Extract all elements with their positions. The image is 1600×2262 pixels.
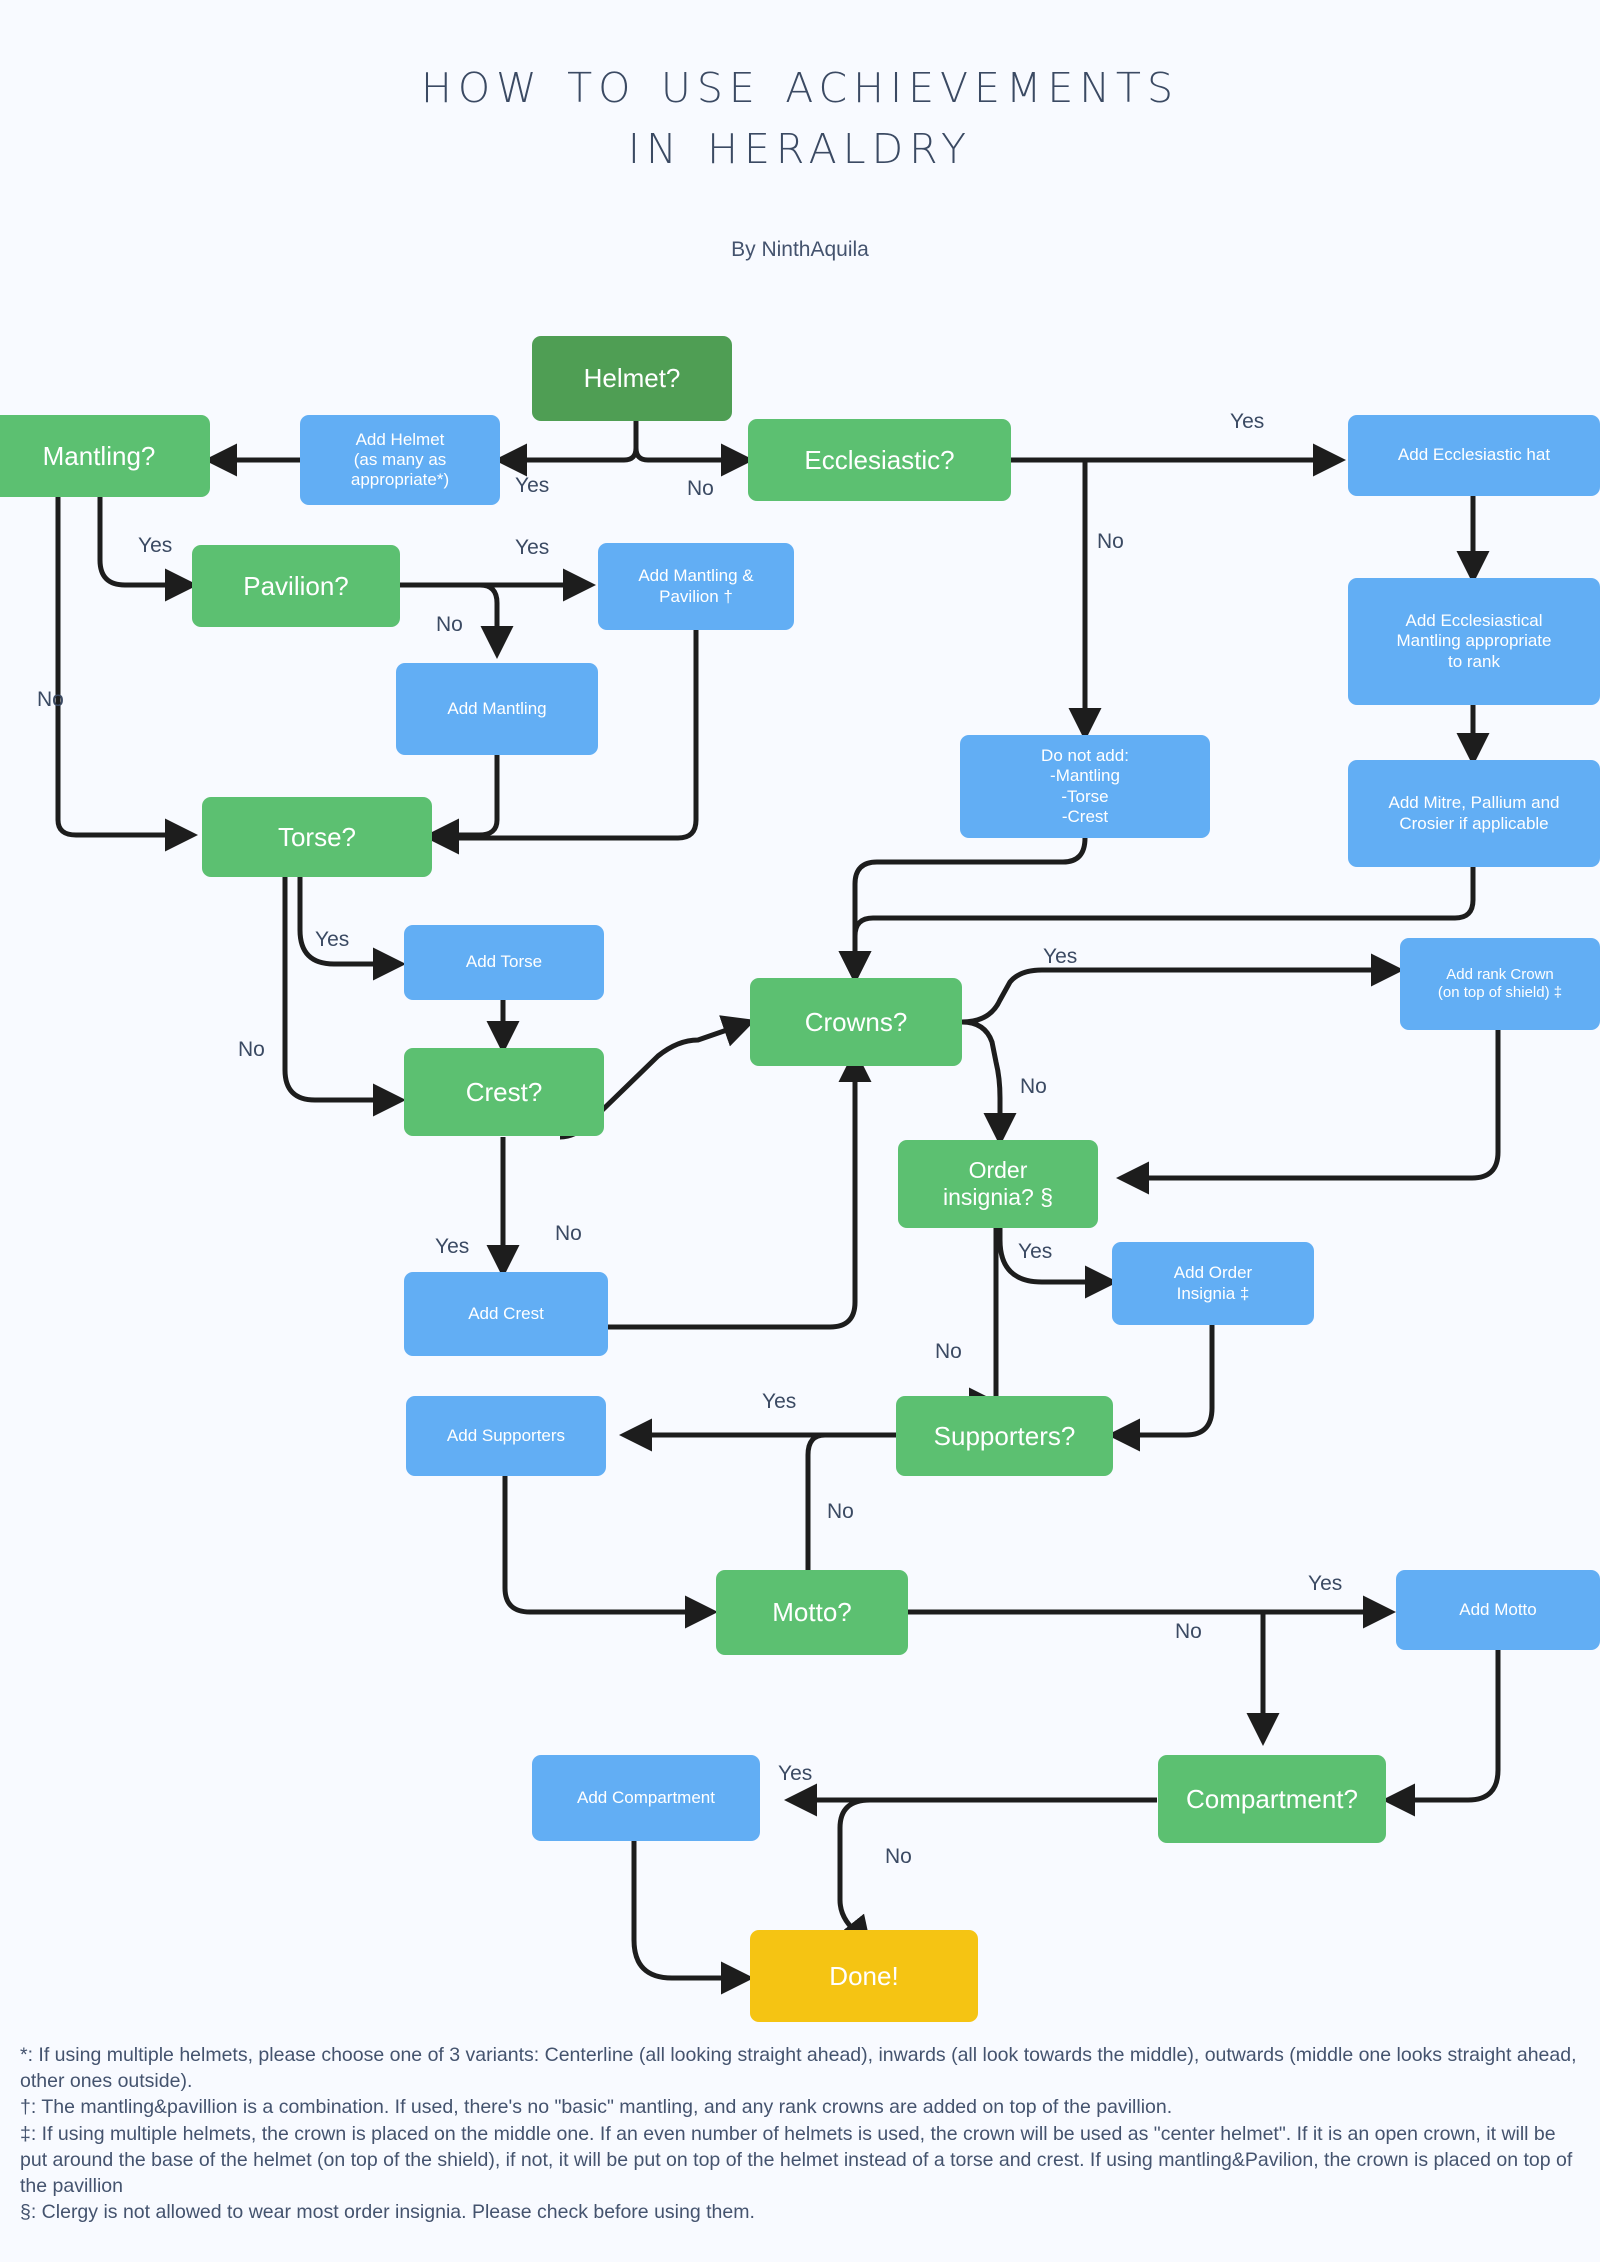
label-ecclesiastic-yes: Yes [1230, 410, 1265, 433]
edge-rankcrown-order [1116, 1030, 1501, 1195]
label-compartment-yes: Yes [778, 1762, 813, 1785]
node-add-compartment[interactable]: Add Compartment [532, 1755, 760, 1841]
label-order-yes: Yes [1018, 1240, 1053, 1263]
edge-pavilion-no [479, 582, 514, 659]
byline: By NinthAquila [731, 238, 869, 261]
node-crowns[interactable]: Crowns? [750, 978, 962, 1066]
label-mantling-yes: Yes [138, 534, 173, 557]
label-helmet-no: No [687, 477, 714, 500]
node-add-mantling[interactable]: Add Mantling [396, 663, 598, 755]
node-done[interactable]: Done! [750, 1930, 978, 2022]
node-motto[interactable]: Motto? [716, 1570, 908, 1655]
node-pavilion[interactable]: Pavilion? [192, 545, 400, 627]
add-mitre-line-1: Add Mitre, Pallium and [1388, 793, 1560, 813]
edge-crowns-yes [961, 953, 1404, 1025]
label-crowns-yes: Yes [1043, 945, 1078, 968]
node-add-crest[interactable]: Add Crest [404, 1272, 608, 1356]
node-add-ecclesiastical-mantling[interactable]: Add Ecclesiastical Mantling appropriate … [1348, 578, 1600, 705]
eccl-mantling-line-3: to rank [1448, 651, 1500, 671]
node-add-supporters[interactable]: Add Supporters [406, 1396, 606, 1476]
label-supporters-no: No [827, 1500, 854, 1523]
label-order-no: No [935, 1340, 962, 1363]
label-motto-no: No [1175, 1620, 1202, 1643]
edge-addmotto-compartment [1382, 1650, 1501, 1817]
node-crest[interactable]: Crest? [404, 1048, 604, 1136]
footnote-star: *: If using multiple helmets, please cho… [20, 2044, 1577, 2092]
label-torse-no: No [238, 1038, 265, 1061]
label-helmet-yes: Yes [515, 474, 550, 497]
label-motto-yes: Yes [1308, 1572, 1343, 1595]
label-supporters-yes: Yes [762, 1390, 797, 1413]
edge-helmet-no [633, 421, 754, 477]
edge-addsupporters-motto [502, 1475, 718, 1629]
node-add-order-insignia[interactable]: Add Order Insignia ‡ [1112, 1242, 1314, 1325]
edge-addmantling-torse [426, 755, 500, 852]
label-mantling-no: No [37, 688, 64, 711]
node-add-rank-crown[interactable]: Add rank Crown (on top of shield) ‡ [1400, 938, 1600, 1030]
add-order-line-2: Insignia ‡ [1176, 1283, 1250, 1303]
node-helmet[interactable]: Helmet? [532, 336, 732, 421]
footnote-dagger: †: The mantling&pavillion is a combinati… [20, 2096, 1173, 2119]
do-not-add-line-2: -Mantling [1050, 766, 1120, 786]
node-add-torse[interactable]: Add Torse [404, 925, 604, 1000]
add-order-line-1: Add Order [1173, 1263, 1253, 1283]
node-add-mantling-pavilion[interactable]: Add Mantling & Pavilion † [598, 543, 794, 630]
label-crest-yes: Yes [435, 1235, 470, 1258]
edge-addcrest-crowns [608, 1049, 872, 1330]
edge-addorder-supporters [1107, 1325, 1215, 1452]
do-not-add-line-4: -Crest [1061, 806, 1109, 826]
label-torse-yes: Yes [315, 928, 350, 951]
mantling-pavilion-line-2: Pavilion † [659, 586, 733, 606]
edge-torse-no [282, 872, 406, 1117]
label-crowns-no: No [1020, 1075, 1047, 1098]
node-order-insignia[interactable]: Order insignia? § [898, 1140, 1098, 1228]
label-pavilion-no: No [436, 613, 463, 636]
add-helmet-line-3: appropriate*) [350, 470, 450, 490]
footnote-section: §: Clergy is not allowed to wear most or… [20, 2201, 755, 2224]
label-ecclesiastic-no: No [1097, 530, 1124, 553]
node-do-not-add[interactable]: Do not add: -Mantling -Torse -Crest [960, 735, 1210, 838]
footnotes: *: If using multiple helmets, please cho… [20, 2043, 1585, 2227]
edge-compartment-no [837, 1797, 872, 1950]
do-not-add-line-1: Do not add: [1041, 746, 1129, 766]
node-compartment[interactable]: Compartment? [1158, 1755, 1386, 1843]
label-pavilion-yes: Yes [515, 536, 550, 559]
edge-crowns-no [961, 1019, 1017, 1146]
add-helmet-line-1: Add Helmet [355, 429, 445, 449]
add-helmet-line-2: (as many as [353, 449, 447, 469]
eccl-mantling-line-2: Mantling appropriate [1396, 631, 1552, 651]
do-not-add-line-3: -Torse [1061, 786, 1109, 806]
node-ecclesiastic[interactable]: Ecclesiastic? [748, 419, 1011, 501]
footnote-double-dagger: ‡: If using multiple helmets, the crown … [20, 2123, 1573, 2197]
node-mantling[interactable]: Mantling? [0, 415, 210, 497]
mantling-pavilion-line-1: Add Mantling & [638, 566, 754, 586]
edge-addcompartment-done [631, 1841, 754, 1995]
node-add-helmet[interactable]: Add Helmet (as many as appropriate*) [300, 415, 500, 505]
node-add-ecclesiastic-hat[interactable]: Add Ecclesiastic hat [1348, 415, 1600, 496]
node-add-motto[interactable]: Add Motto [1396, 1570, 1600, 1650]
label-compartment-no: No [885, 1845, 912, 1868]
edge-mitre-crowns [838, 867, 1476, 984]
add-mitre-line-2: Crosier if applicable [1399, 813, 1549, 833]
rank-crown-line-1: Add rank Crown [1446, 966, 1554, 984]
label-crest-no: No [555, 1222, 582, 1245]
page-title: How to use achievements in Heraldry [0, 52, 1600, 174]
order-insignia-line-1: Order [968, 1156, 1028, 1183]
eccl-mantling-line-1: Add Ecclesiastical [1405, 611, 1543, 631]
title-line-2: in Heraldry [627, 108, 973, 177]
rank-crown-line-2: (on top of shield) ‡ [1437, 984, 1563, 1001]
order-insignia-line-2: insignia? § [943, 1184, 1053, 1210]
node-supporters[interactable]: Supporters? [896, 1396, 1113, 1476]
node-add-mitre[interactable]: Add Mitre, Pallium and Crosier if applic… [1348, 760, 1600, 867]
node-torse[interactable]: Torse? [202, 797, 432, 877]
edge-helmet-yes [494, 421, 639, 477]
title-line-1: How to use achievements [421, 48, 1179, 116]
